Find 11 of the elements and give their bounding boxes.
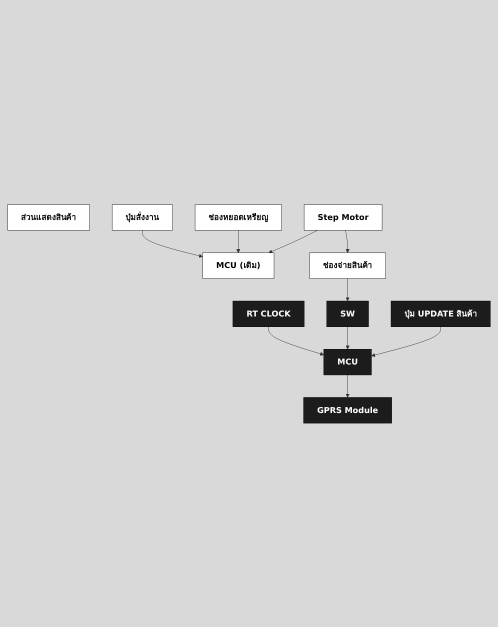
node-box: ปุ่ม UPDATE สินค้า bbox=[390, 300, 491, 327]
node-box: MCU bbox=[324, 348, 372, 375]
node-box: ช่องหยอดเหรียญ bbox=[194, 204, 282, 230]
node-box: MCU (เดิม) bbox=[202, 252, 274, 278]
node-box: Step Motor bbox=[304, 204, 382, 230]
node-box: SW bbox=[326, 300, 369, 327]
node-box: RT CLOCK bbox=[232, 300, 304, 327]
node-box: ช่องจ่ายสินค้า bbox=[309, 252, 386, 278]
node-box: ส่วนแสดงสินค้า bbox=[7, 204, 90, 230]
node-box: GPRS Module bbox=[303, 396, 392, 423]
node-box: ปุ่มสั่งงาน bbox=[112, 204, 173, 230]
